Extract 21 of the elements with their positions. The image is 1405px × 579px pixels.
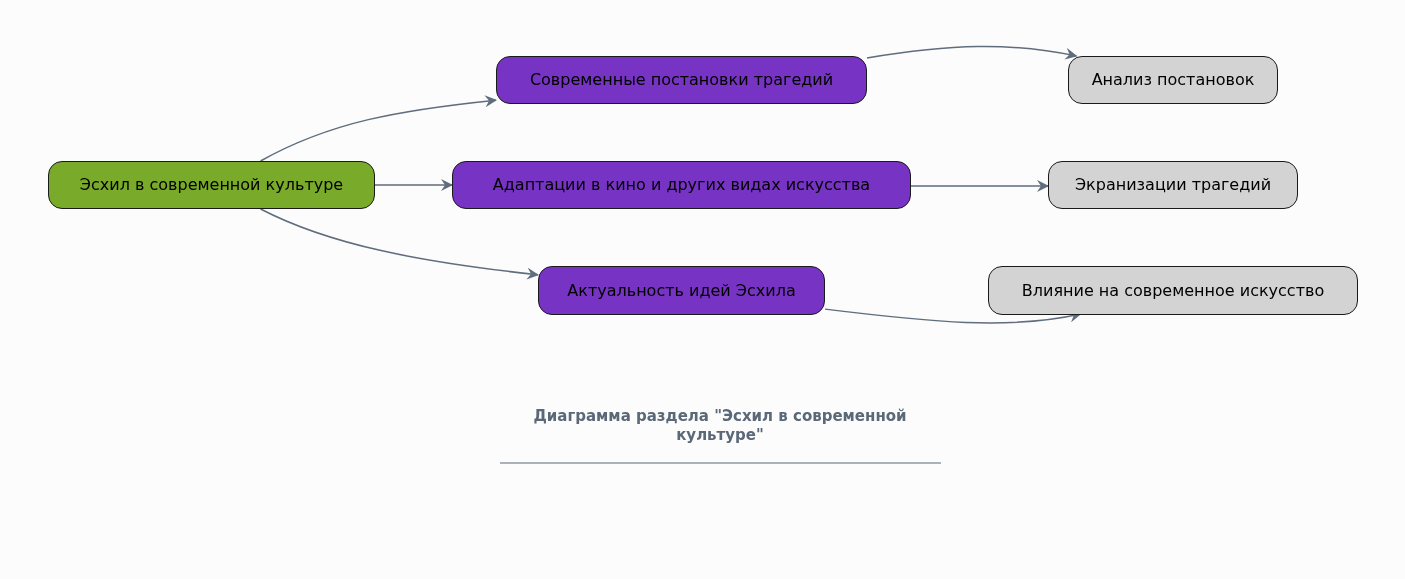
arrow <box>866 45 1078 60</box>
node-label: Актуальность идей Эсхила <box>567 280 796 301</box>
diagram-title: Диаграмма раздела "Эсхил в современной культуре" <box>532 407 908 445</box>
node-label: Влияние на современное искусство <box>1021 280 1325 301</box>
node-label: Анализ постановок <box>1091 70 1255 90</box>
root-topic-box <box>48 161 375 209</box>
arrow <box>374 179 453 191</box>
node-label: Экранизации трагедий <box>1074 175 1272 195</box>
subtopic-box <box>496 56 867 104</box>
detail-box <box>1068 56 1278 104</box>
arrow <box>910 179 1049 192</box>
arrow <box>259 95 497 162</box>
subtopic-box <box>452 161 911 209</box>
node-label: Адаптации в кино и других видах искусства <box>492 175 871 195</box>
detail-box <box>988 266 1358 315</box>
detail-box <box>1048 161 1298 209</box>
subtopic-box <box>538 266 825 315</box>
arrow <box>824 308 1082 324</box>
node-label: Современные постановки трагедий <box>529 70 834 90</box>
node-label: Эсхил в современной культуре <box>79 175 344 195</box>
arrow <box>259 208 539 280</box>
